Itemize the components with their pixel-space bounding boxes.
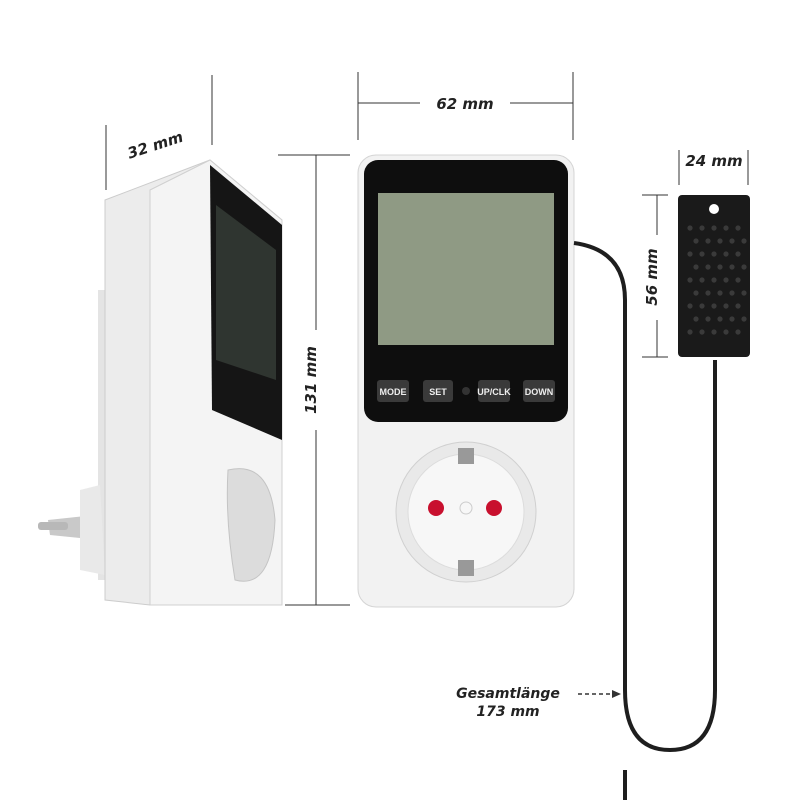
vent-hole [741,290,747,296]
vent-hole [735,303,741,309]
vent-hole [735,329,741,335]
vent-hole [693,264,699,270]
side-view [38,159,283,606]
sensor-probe [678,195,750,357]
vent-hole [717,264,723,270]
vent-hole [711,251,717,257]
vent-hole [717,290,723,296]
up-clk-button-label: UP/CLK [477,387,511,397]
vent-hole [699,329,705,335]
vent-hole [717,238,723,244]
vent-hole [723,277,729,283]
vent-hole [687,225,693,231]
mode-button-label: MODE [380,387,407,397]
button-row: MODE SET UP/CLK DOWN [377,380,555,402]
vent-hole [687,329,693,335]
vent-hole [693,290,699,296]
vent-hole [705,238,711,244]
vent-hole [735,277,741,283]
vent-hole [687,277,693,283]
vent-hole [705,290,711,296]
vent-hole [705,264,711,270]
socket [395,441,537,583]
vent-hole [711,277,717,283]
vent-hole [699,277,705,283]
up-clk-button[interactable] [478,380,510,402]
set-button-label: SET [429,387,447,397]
vent-hole [741,316,747,322]
vent-hole [723,329,729,335]
vent-hole [729,264,735,270]
sensor-width-label: 24 mm [685,152,742,170]
vent-hole [735,225,741,231]
down-button-label: DOWN [525,387,554,397]
vent-hole [687,303,693,309]
front-view: MODE SET UP/CLK DOWN [357,154,575,608]
vent-hole [723,251,729,257]
sensor-width-dimension [678,150,749,185]
depth-label: 32 mm [125,128,185,163]
vent-hole [705,316,711,322]
vent-hole [741,238,747,244]
vent-hole [729,290,735,296]
mode-button[interactable] [377,380,409,402]
vent-hole [711,225,717,231]
vent-hole [687,251,693,257]
sensor-height-dimension [642,194,668,358]
vent-hole [699,303,705,309]
height-label: 131 mm [302,346,320,414]
width-label: 62 mm [436,95,493,113]
vent-hole [741,264,747,270]
vent-hole [699,251,705,257]
sensor-height-label: 56 mm [643,248,661,305]
height-dimension [278,154,350,606]
set-button[interactable] [423,380,453,402]
vent-hole [735,251,741,257]
vent-hole [729,238,735,244]
vent-hole [693,238,699,244]
width-dimension [357,72,574,140]
down-button[interactable] [523,380,555,402]
vent-hole [729,316,735,322]
cable-length-title: Gesamtlänge [456,686,560,702]
sensor-led-icon [462,387,470,395]
sensor-cable [573,241,717,753]
arrow-head-icon [612,690,621,698]
vent-hole [723,303,729,309]
depth-dimension [105,75,213,190]
vent-hole [711,329,717,335]
vent-hole [711,303,717,309]
vent-hole [717,316,723,322]
cable-length-value: 173 mm [476,704,539,720]
vent-hole [693,316,699,322]
vent-hole [699,225,705,231]
vent-hole [723,225,729,231]
